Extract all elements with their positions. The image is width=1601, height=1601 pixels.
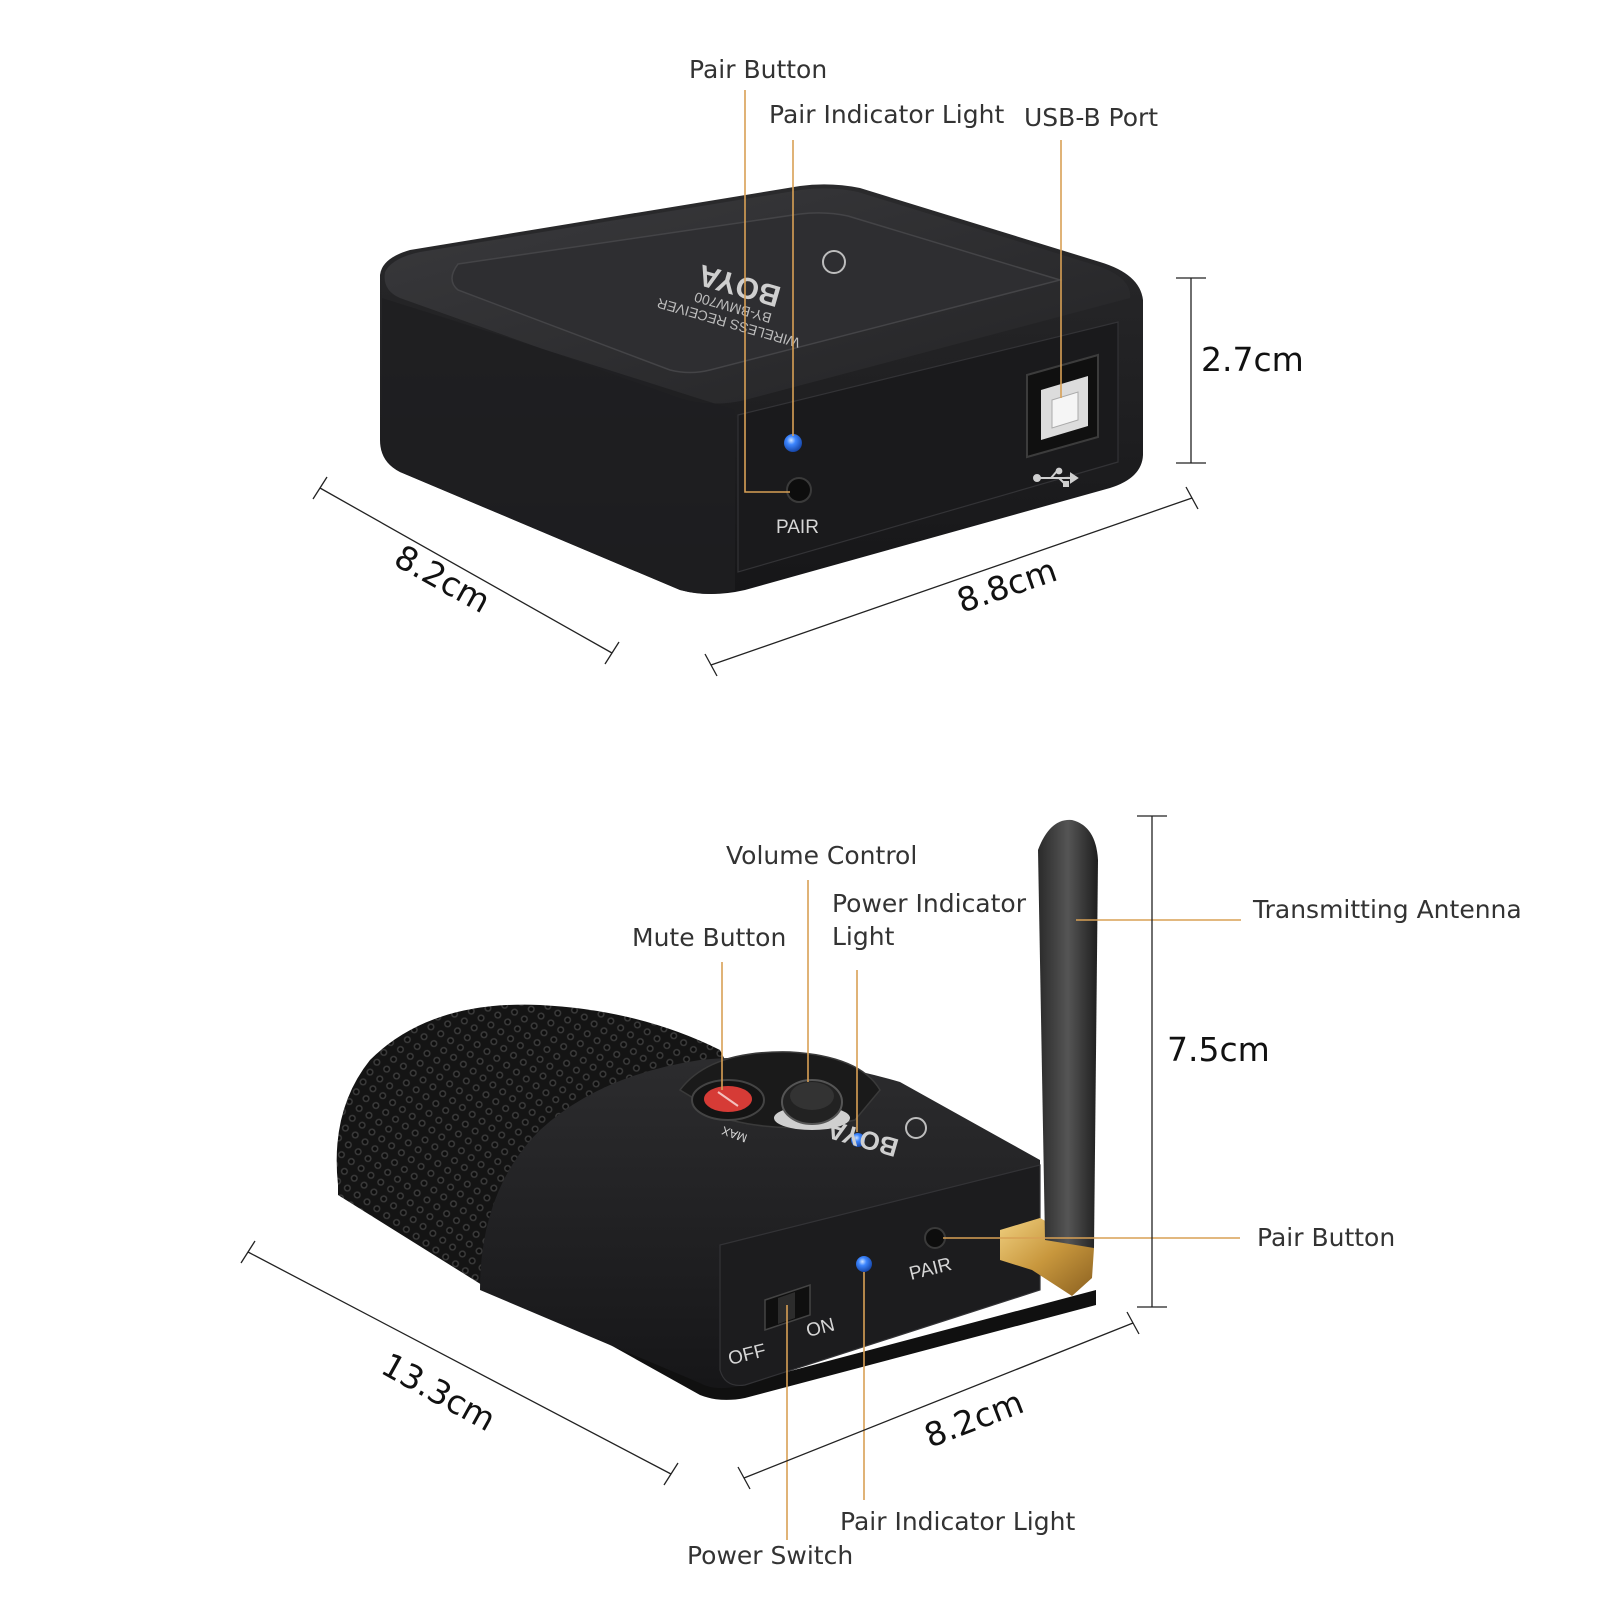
mic-logo-icon [905,1117,927,1139]
receiver-dimension-lines [312,277,1206,677]
receiver-label-pair-indicator-light: Pair Indicator Light [769,100,1004,129]
mic-label-mute-button: Mute Button [632,923,786,952]
microphone-device: MAX BOYA PAIR OFF ON [336,819,1098,1400]
mic-pair-led-icon [856,1256,872,1272]
receiver-dim-width: 8.8cm [952,550,1062,620]
receiver-pair-led-icon [784,434,802,452]
mic-label-volume-control: Volume Control [726,841,917,870]
receiver-dim-height: 2.7cm [1201,340,1304,379]
mic-base-plate [338,1180,1096,1400]
receiver-usb-b-port[interactable] [1026,353,1099,459]
mic-label-pair-indicator-light: Pair Indicator Light [840,1507,1075,1536]
receiver-leaders [744,90,1062,493]
receiver-top-panel [451,212,1063,374]
mic-dim-width: 8.2cm [919,1382,1029,1455]
receiver-dim-depth: 8.2cm [388,537,497,621]
mic-label-power-switch: Power Switch [687,1541,853,1570]
leader-receiver-pair-button [744,90,790,493]
mic-dim-height: 7.5cm [1167,1030,1270,1069]
mic-label-power-indicator-light: Power Indicator Light [832,889,1034,951]
mic-power-led-icon [851,1133,865,1147]
receiver-pair-label: PAIR [776,517,819,538]
microphone-leaders [721,880,1241,1540]
receiver-label-usb-b-port: USB-B Port [1024,103,1158,132]
receiver-front-panel [737,321,1119,573]
mic-label-transmitting-antenna: Transmitting Antenna [1252,895,1522,924]
mic-label-power-indicator-light-line: Power Indicator [832,889,1027,918]
mic-label-power-indicator-light-line2: Light [832,922,895,951]
usb-icon [1033,467,1079,487]
transmitting-antenna [1038,819,1098,1248]
receiver-device: BOYA BY-BMW700 WIRELESS RECEIVER PAIR [380,184,1143,594]
mic-label-pair-button: Pair Button [1257,1223,1395,1252]
mic-front-panel [719,1164,1041,1387]
microphone-dimension-lines [240,815,1167,1490]
receiver-pair-button[interactable] [786,477,812,503]
receiver-label-pair-button: Pair Button [689,55,827,84]
receiver-logo-icon [822,250,846,274]
receiver-side [382,298,735,594]
mic-dim-depth: 13.3cm [375,1345,502,1439]
mic-pair-button[interactable] [924,1227,946,1249]
